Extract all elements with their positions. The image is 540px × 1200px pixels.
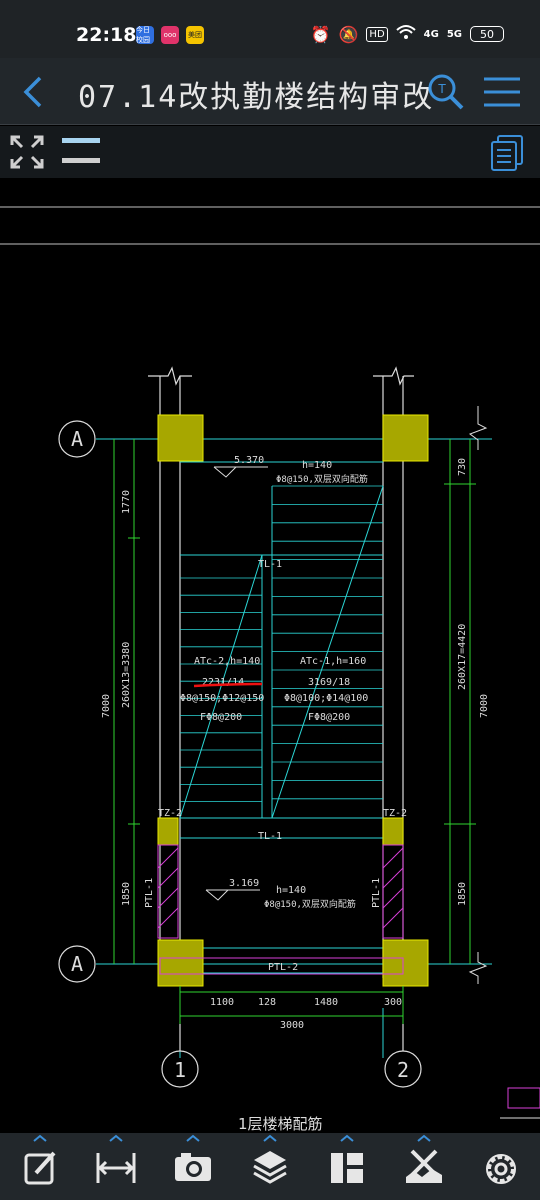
column-tz2-left: TZ-2 [158,808,182,819]
axis-bubble-a-bottom [58,945,96,983]
tools-icon [406,1134,442,1183]
beam-tl1-bottom: TL-1 [258,831,282,842]
elevation-mid: 3.169 [229,878,259,889]
column-tz2-right: TZ-2 [383,808,407,819]
dim-right-2: 260X17=4420 [457,624,468,690]
signal-5g: 5G [446,28,462,40]
slab-note-top-rebar: Φ8@150,双层双向配筋 [276,473,368,485]
edit-icon [24,1134,56,1185]
stair-atc2-name: ATc-2,h=140 [194,656,260,667]
dim-right-1: 730 [457,458,468,476]
status-icons: ⏰ 🔕 HD 4G 5G 50 [311,24,504,44]
alarm-icon: ⏰ [310,24,331,44]
fullscreen-icon[interactable] [10,135,44,169]
measure-button[interactable] [86,1133,146,1200]
title-bar: 07.14改执勤楼结构审改 T [0,58,540,125]
beam-ptl1-right: PTL-1 [371,878,382,908]
search-icon[interactable]: T [426,72,466,112]
meituan-app-icon: 美团 [186,26,204,44]
layout-button[interactable] [317,1133,377,1200]
wifi-icon [395,24,416,44]
stair-atc1-name: ATc-1,h=160 [300,656,366,667]
tools-button[interactable] [394,1133,454,1200]
beam-ptl2: PTL-2 [268,962,298,973]
social-app-icon: ooo [161,26,179,44]
stair-atc1-rebar1: Φ8@100;Φ14@100 [284,693,368,704]
markup-underline [193,682,263,688]
slab-note-mid-h: h=140 [276,885,306,896]
dim-bottom-3: 1480 [314,997,338,1008]
measure-icon [96,1134,136,1183]
dim-left-2: 260X13=3380 [121,642,132,708]
beam-tl1-top: TL-1 [258,559,282,570]
pages-icon[interactable] [488,134,526,172]
hd-badge: HD [366,26,388,42]
axis-label-a-bottom: A [71,952,83,976]
battery-icon: 50 [470,26,504,42]
dim-bottom-2: 128 [258,997,276,1008]
settings-button[interactable] [471,1133,531,1200]
dim-bottom-1: 1100 [210,997,234,1008]
settings-icon [486,1154,516,1184]
svg-text:T: T [437,82,446,96]
layers-button[interactable] [240,1133,300,1200]
stair-atc2-rebar1: Φ8@150;Φ12@150 [180,693,264,704]
drawing-canvas[interactable]: A A 1 2 5.370 h=140 Φ8@150,双层双向配筋 TL-1 T… [0,178,540,1133]
menu-icon[interactable] [482,74,522,110]
signal-4g: 4G [423,28,439,40]
stair-atc2-dim: 2231/14 [202,677,244,688]
layout-toggle-icon[interactable] [62,134,102,170]
stair-atc1-rebar2: FΦ8@200 [308,712,350,723]
dim-bottom-total: 3000 [280,1020,304,1031]
view-toolbar [0,126,540,178]
dim-left-3: 1850 [121,882,132,906]
layout-icon [331,1134,363,1183]
back-arrow-icon[interactable] [18,74,46,110]
axis-label-1: 1 [174,1058,186,1082]
bottom-toolbar [0,1133,540,1200]
axis-bubble-a-top [58,420,96,458]
elevation-top: 5.370 [234,455,264,466]
drawing-caption: 1层楼梯配筋 [238,1115,323,1133]
dim-right-total: 7000 [479,694,490,718]
campus-app-icon: 今日校园 [136,26,154,44]
edit-button[interactable] [10,1133,70,1200]
beam-ptl1-left: PTL-1 [144,878,155,908]
camera-button[interactable] [163,1133,223,1200]
axis-label-a-top: A [71,427,83,451]
slab-note-mid-rebar: Φ8@150,双层双向配筋 [264,898,356,910]
page-title: 07.14改执勤楼结构审改 [78,80,435,115]
stair-atc1-dim: 3169/18 [308,677,350,688]
mute-icon: 🔕 [338,24,359,44]
layers-icon [253,1134,287,1184]
status-bar: 22:18 今日校园 ooo 美团 ⏰ 🔕 HD 4G 5G 50 [0,0,540,58]
slab-note-top-h: h=140 [302,460,332,471]
axis-label-2: 2 [397,1058,409,1082]
camera-icon [175,1134,211,1181]
dim-right-3: 1850 [457,882,468,906]
dim-left-1: 1770 [121,490,132,514]
status-time: 22:18 [76,24,137,46]
dim-bottom-4: 300 [384,997,402,1008]
stair-atc2-rebar2: FΦ8@200 [200,712,242,723]
dim-left-total: 7000 [101,694,112,718]
